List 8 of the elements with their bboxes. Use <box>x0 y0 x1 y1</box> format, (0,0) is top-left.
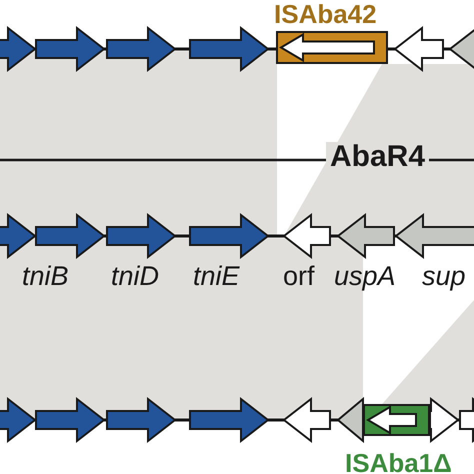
gene-name: tniB <box>22 263 69 290</box>
gene-name: sup <box>422 263 466 290</box>
element-name: ISAba1Δ <box>345 450 452 474</box>
gene-name: tniD <box>111 263 160 290</box>
gene-name: tniE <box>193 263 240 290</box>
gene-name: uspA <box>334 263 396 290</box>
gene-name: orf <box>283 263 315 290</box>
element-name: ISAba42 <box>274 1 377 27</box>
